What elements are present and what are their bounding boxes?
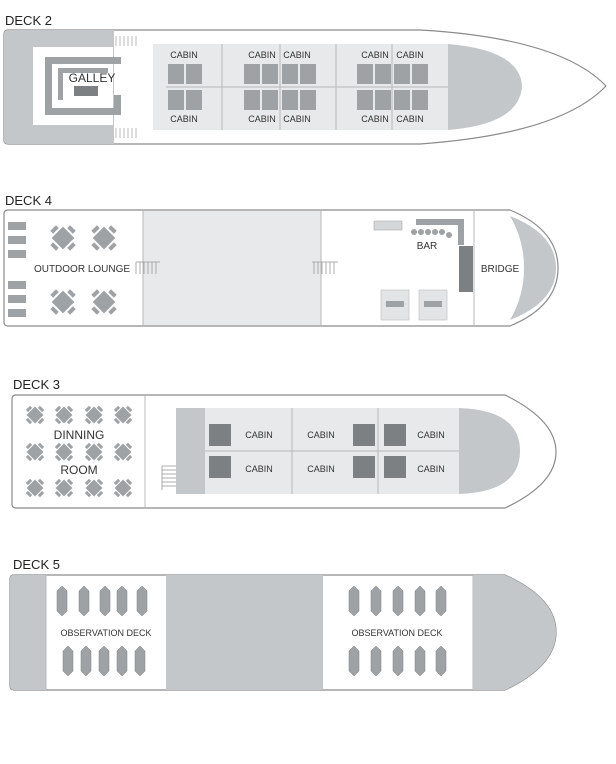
- deck3-beds: [209, 424, 406, 478]
- bridge-label: BRIDGE: [481, 264, 520, 275]
- deck4-plan: OUTDOOR LOUNGE BAR BRIDGE: [3, 209, 559, 327]
- deck2-cabin-label: CABIN: [170, 114, 198, 124]
- deck3-title: DECK 3: [13, 377, 60, 392]
- deck3-cabin-label: CABIN: [417, 430, 445, 440]
- deck2-cabin-label: CABIN: [283, 50, 311, 60]
- dining-label-line2: ROOM: [60, 463, 97, 477]
- deck2-plan: GALLEY CABIN CABIN CABIN CABIN CABIN CAB…: [3, 29, 607, 145]
- deck2-cabin-label: CABIN: [361, 114, 389, 124]
- deck4-bow: [510, 216, 556, 320]
- deck3-stairs: [161, 465, 176, 490]
- deck2-cabin-label: CABIN: [396, 50, 424, 60]
- deck4-stairs-left: [135, 261, 160, 274]
- deck4-bar: [373, 219, 464, 245]
- deck4-stairs-right: [312, 261, 338, 274]
- galley-counter-inner-top: [58, 68, 108, 73]
- outdoor-lounge-label: OUTDOOR LOUNGE: [34, 264, 130, 275]
- deck3-bow: [459, 408, 520, 494]
- deck3-cabin-label: CABIN: [245, 464, 273, 474]
- deck2-stairs-top: [115, 36, 137, 46]
- galley-counter-top: [45, 57, 121, 64]
- galley-counter-inner-left: [58, 68, 63, 100]
- deck5-loungers: [56, 585, 447, 677]
- galley-label: GALLEY: [69, 71, 116, 85]
- galley-counter-right: [114, 95, 121, 115]
- deck5-stern-block: [10, 575, 46, 690]
- deck5-central-block: [166, 575, 323, 690]
- deck2-cabin-label: CABIN: [396, 114, 424, 124]
- deck2-stairs-bottom: [115, 128, 137, 138]
- deck2-cabin-label: CABIN: [361, 50, 389, 60]
- dining-label-line1: DINNING: [54, 428, 105, 442]
- observation-deck-right-label: OBSERVATION DECK: [351, 628, 442, 638]
- deck3-plan: DINNING ROOM CABIN CABIN CABIN CABIN CAB…: [11, 394, 557, 509]
- deck2-bow: [448, 44, 522, 130]
- deck2-title: DECK 2: [5, 13, 52, 28]
- deck2-cabin-label: CABIN: [248, 50, 276, 60]
- deck3-cabin-label: CABIN: [307, 430, 335, 440]
- deck4-loungers: [8, 222, 26, 317]
- galley-stove-icon: [74, 86, 98, 96]
- deck3-aft-block: [176, 408, 205, 494]
- deck3-cabin-walls: [205, 408, 459, 494]
- deck2-beds: [168, 64, 428, 110]
- deck4-bar-tables: [380, 289, 448, 321]
- deck2-cabin-label: CABIN: [248, 114, 276, 124]
- deck3-cabin-label: CABIN: [307, 464, 335, 474]
- deck4-bridge-console: [459, 246, 473, 292]
- deck2-cabin-walls: [166, 44, 448, 130]
- deck2-cabin-label: CABIN: [170, 50, 198, 60]
- deck5-title: DECK 5: [13, 557, 60, 572]
- deck3-cabin-label: CABIN: [245, 430, 273, 440]
- bar-label: BAR: [417, 241, 438, 252]
- deck3-cabin-label: CABIN: [417, 464, 445, 474]
- deck4-title: DECK 4: [5, 193, 52, 208]
- deck5-bow: [473, 575, 556, 690]
- galley-counter-bottom: [45, 108, 121, 115]
- observation-deck-left-label: OBSERVATION DECK: [60, 628, 151, 638]
- galley-counter-left: [45, 57, 52, 115]
- deck4-central-area: [143, 211, 321, 325]
- deck2-cabin-label: CABIN: [283, 114, 311, 124]
- deck5-plan: OBSERVATION DECK OBSERVATION DECK: [9, 574, 557, 691]
